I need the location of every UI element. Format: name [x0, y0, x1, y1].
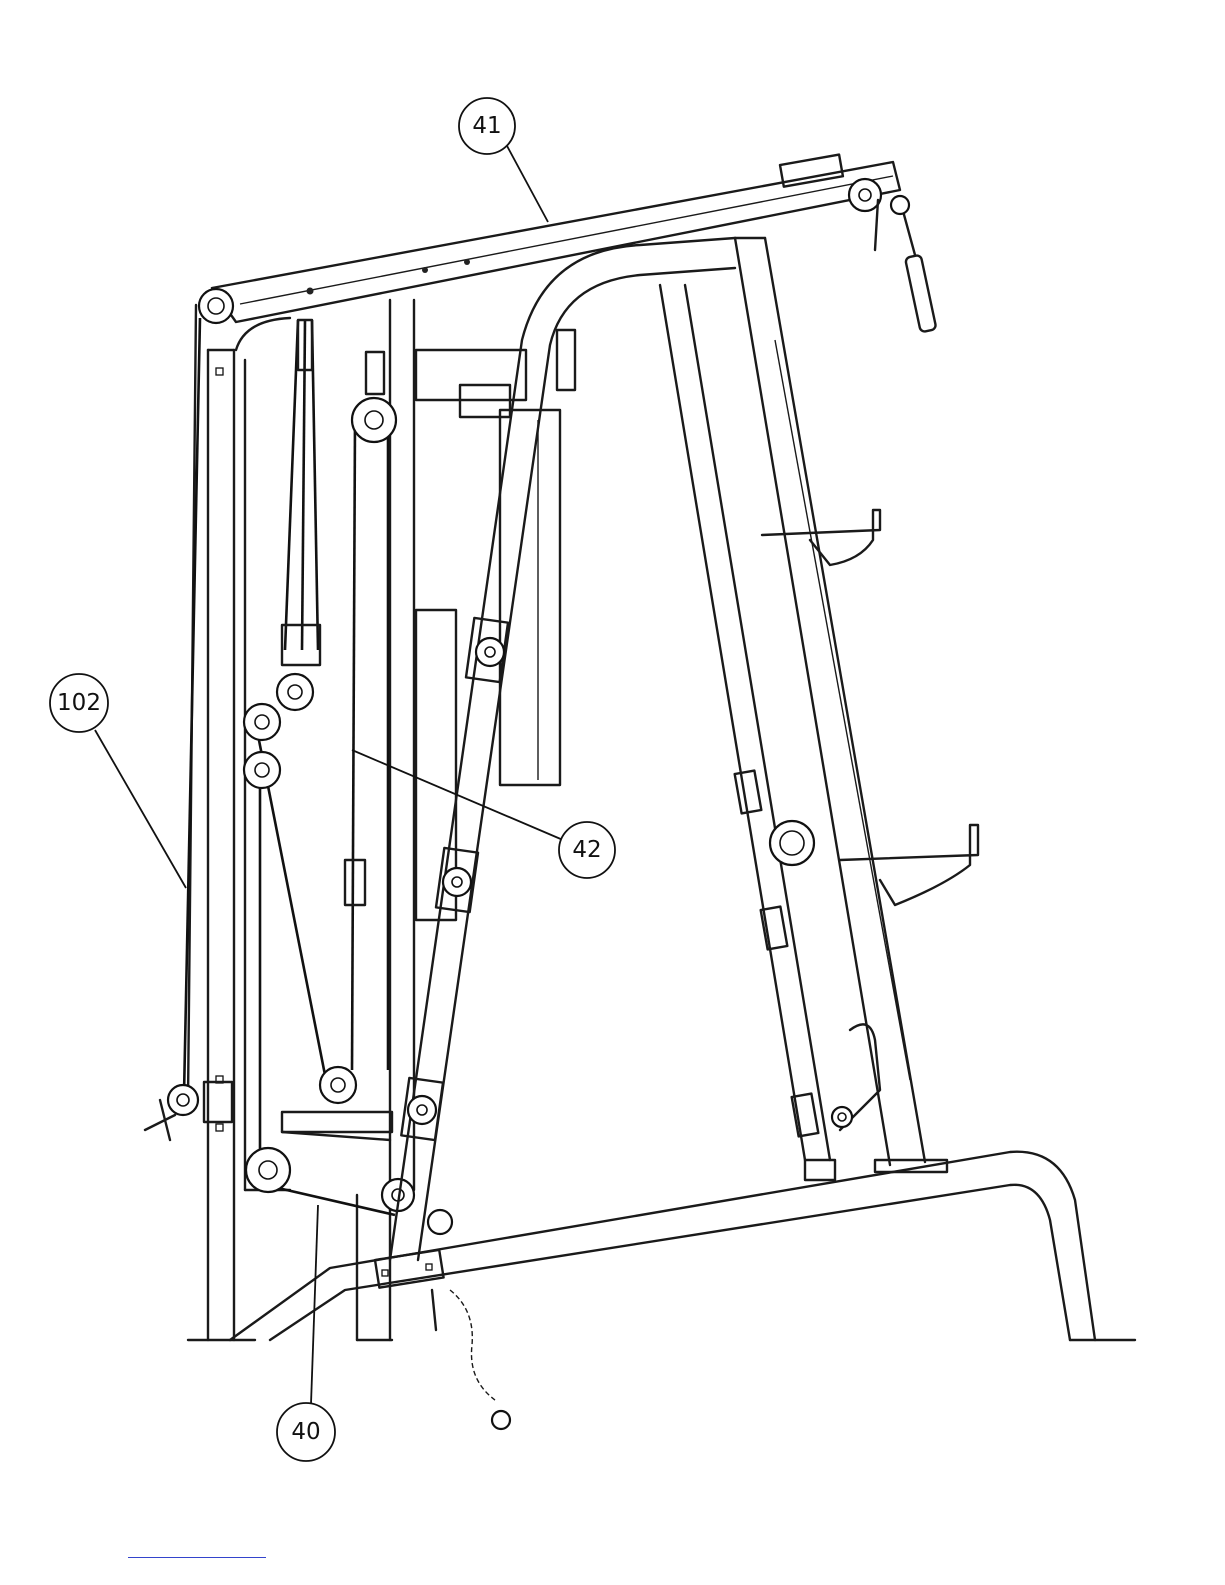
top-beam	[199, 155, 936, 333]
callout-40: 40	[277, 1205, 335, 1461]
callout-40-label: 40	[291, 1419, 320, 1445]
base-frame	[230, 1152, 1135, 1429]
rear-uprights	[660, 238, 978, 1180]
callout-102-label: 102	[57, 690, 101, 716]
callout-41: 41	[459, 98, 548, 222]
callout-42-label: 42	[572, 837, 601, 863]
callout-102: 102	[50, 674, 186, 888]
callout-41-label: 41	[472, 113, 501, 139]
footer-rule	[128, 1557, 266, 1558]
cable-102	[184, 318, 200, 1095]
front-arch-post	[390, 238, 735, 1260]
